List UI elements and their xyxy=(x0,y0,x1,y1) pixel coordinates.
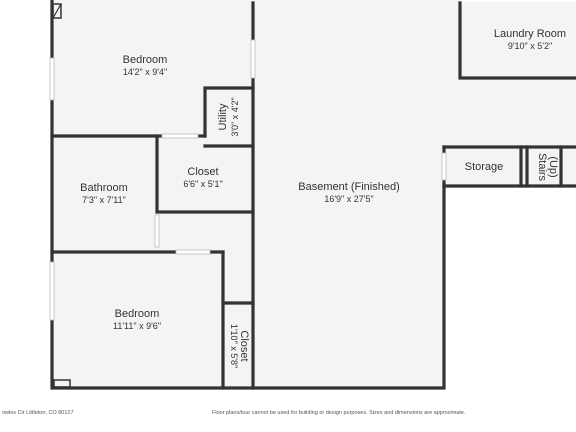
utility-dimensions: 3'0" x 4'2" xyxy=(230,97,240,136)
laundry-dimensions: 9'10" x 5'2" xyxy=(508,41,552,51)
wall-utility xyxy=(203,86,255,138)
window-bedroom1 xyxy=(49,57,55,101)
basement-dimensions: 16'9" x 27'5" xyxy=(324,194,373,204)
bathroom-dimensions: 7'3" x 7'11" xyxy=(82,195,126,205)
closet2-dimensions: 1'10" x 5'8" xyxy=(229,324,239,368)
door-storage xyxy=(441,152,447,181)
stairs-note: (Up) xyxy=(547,156,559,177)
walls xyxy=(50,0,576,390)
bathroom-name: Bathroom xyxy=(80,182,128,194)
closet2-name: Closet xyxy=(238,330,250,361)
white-exterior-right xyxy=(444,186,576,432)
white-exterior-bottom xyxy=(52,388,452,432)
door-bedroom2 xyxy=(175,249,211,255)
closet1-name: Closet xyxy=(187,166,218,178)
property-address: owles Cir Littleton, CO 80127 xyxy=(2,410,74,416)
corner-mark-bottom xyxy=(53,379,71,388)
door-bedroom1-right xyxy=(250,39,256,79)
exterior-wall-left xyxy=(50,0,446,390)
wall-laundry xyxy=(458,1,576,80)
window-bedroom2 xyxy=(49,261,55,321)
bedroom1-name: Bedroom xyxy=(123,54,168,66)
bedroom2-dimensions: 11'11" x 9'6" xyxy=(113,321,161,331)
door-bathroom xyxy=(154,214,160,248)
basement-name: Basement (Finished) xyxy=(298,181,400,193)
corner-mark-top xyxy=(52,3,62,19)
floor-plan-disclaimer: Floor plans/tour cannot be used for buil… xyxy=(212,410,466,416)
door-bedroom1-bottom xyxy=(161,133,199,139)
openings xyxy=(49,39,447,321)
utility-name: Utility xyxy=(217,103,229,130)
wall-closet1 xyxy=(155,134,255,214)
laundry-name: Laundry Room xyxy=(494,28,566,40)
storage-name: Storage xyxy=(465,161,504,173)
bedroom2-name: Bedroom xyxy=(115,308,160,320)
corner-mark-top-diagonal xyxy=(52,3,62,19)
laundry-floor xyxy=(462,2,576,78)
bedroom1-dimensions: 14'2" x 9'4" xyxy=(123,67,167,77)
stairs-name: Stairs xyxy=(536,153,548,182)
closet1-dimensions: 6'6" x 5'1" xyxy=(183,179,222,189)
